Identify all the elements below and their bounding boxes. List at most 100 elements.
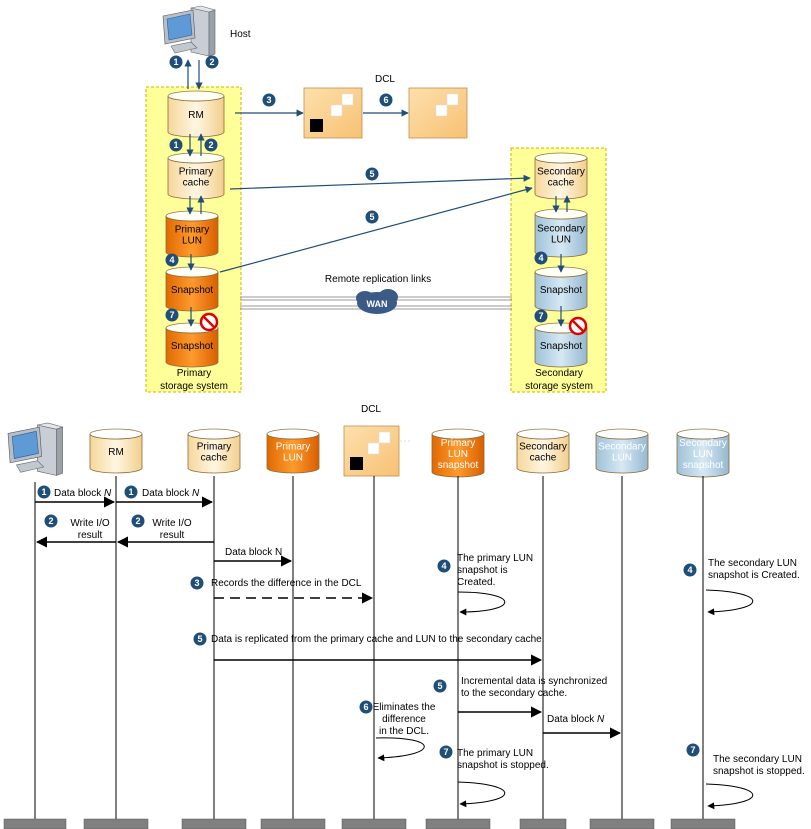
primary-snapshot-cylinder: Snapshot [165, 266, 219, 312]
svg-text:6: 6 [363, 702, 368, 712]
step-badge-2: 2 [204, 138, 218, 152]
step-badge-4: 4 [534, 251, 548, 265]
step-badge-2: 2 [44, 514, 58, 528]
self-arrow [457, 781, 506, 808]
message-label: difference [382, 714, 426, 725]
step-badge-4: 4 [437, 559, 451, 573]
dcl-box-2 [408, 87, 468, 139]
step-badge-7: 7 [686, 743, 700, 757]
dcl-label-top: DCL [375, 74, 395, 85]
primary-system-label-2: storage system [160, 381, 228, 392]
secondary-cache-participant-label-1: Secondary [519, 442, 567, 453]
secondary-lun-snapshot-participant-label-1: Secondary [679, 438, 727, 449]
secondary-lun-participant-label-2: LUN [612, 453, 632, 464]
svg-text:5: 5 [369, 212, 374, 222]
secondary-cache-participant-label-2: cache [530, 453, 557, 464]
dcl-box-1 [303, 87, 363, 139]
step-badge-5: 5 [433, 679, 447, 693]
svg-text:2: 2 [48, 516, 53, 526]
secondary-lun-snapshot-participant-label-3: snapshot [683, 460, 724, 471]
primary-lun-snapshot-participant-label-1: Primary [441, 438, 475, 449]
svg-text:4: 4 [687, 565, 692, 575]
lifeline-ground [589, 818, 655, 829]
secondary-lun-cylinder-label-2: LUN [551, 235, 571, 246]
lifeline-ground [519, 818, 567, 829]
svg-text:7: 7 [169, 310, 174, 320]
step-badge-4: 4 [165, 253, 179, 267]
primary-snapshot2-cylinder-label-1: Snapshot [171, 341, 213, 352]
svg-text:1: 1 [173, 140, 178, 150]
step-badge-5: 5 [193, 632, 207, 646]
lifeline-ground [260, 818, 326, 829]
message-label: Data block N [547, 714, 605, 725]
message-label: snapshot is stopped. [713, 766, 805, 777]
secondary-cache-cylinder-label-1: Secondary [537, 167, 585, 178]
step-badge-3: 3 [190, 576, 204, 590]
secondary-cache-cylinder-label-2: cache [548, 178, 575, 189]
step-badge-5: 5 [365, 210, 379, 224]
lifeline-ground [670, 818, 736, 829]
message-label: Data block N [54, 488, 112, 499]
step-badge-2: 2 [205, 55, 219, 69]
secondary-system-label-2: storage system [525, 381, 593, 392]
lifeline-ground [425, 818, 491, 829]
message-label: Write I/O [70, 518, 109, 529]
primary-lun-snapshot-participant-label-2: LUN [448, 449, 468, 460]
message-label: result [160, 530, 185, 541]
message-label: snapshot is [457, 565, 508, 576]
message-label: snapshot is stopped. [457, 760, 549, 771]
step-badge-6: 6 [379, 93, 393, 107]
svg-text:2: 2 [209, 57, 214, 67]
svg-text:5: 5 [369, 169, 374, 179]
step-badge-3: 3 [262, 93, 276, 107]
self-arrow [457, 591, 506, 616]
secondary-snapshot-cylinder-label-1: Snapshot [540, 285, 582, 296]
secondary-lun-cylinder-label-1: Secondary [537, 224, 585, 235]
dcl-participant [343, 425, 412, 477]
primary-lun-participant-label-1: Primary [276, 442, 310, 453]
secondary-lun-participant-label-1: Secondary [598, 442, 646, 453]
message-label: Data is replicated from the primary cach… [211, 634, 545, 645]
primary-cache-cylinder-label-1: Primary [179, 167, 213, 178]
svg-text:5: 5 [437, 681, 442, 691]
lifeline-ground [3, 818, 67, 829]
secondary-system-label-1: Secondary [535, 368, 583, 379]
wan-cloud-icon [356, 289, 398, 314]
message-label: The primary LUN [457, 748, 533, 759]
self-arrow [375, 737, 425, 762]
svg-text:1: 1 [173, 57, 178, 67]
svg-text:7: 7 [690, 745, 695, 755]
step-badge-4: 4 [683, 563, 697, 577]
primary-cache-participant-label-1: Primary [197, 442, 231, 453]
step-badge-2: 2 [131, 514, 145, 528]
host-computer-icon [7, 422, 64, 476]
primary-lun-cylinder-label-1: Primary [175, 225, 209, 236]
lifeline-ground [181, 818, 247, 829]
stop-icon [568, 316, 588, 336]
secondary-lun-snapshot-participant-label-2: LUN [693, 449, 713, 460]
message-label: Records the difference in the DCL [211, 578, 362, 589]
lifeline-ground [341, 818, 407, 829]
svg-text:4: 4 [441, 561, 446, 571]
step-badge-7: 7 [439, 745, 453, 759]
message-label: Write I/O [152, 518, 191, 529]
message-label: snapshot is Created. [708, 570, 800, 581]
svg-text:3: 3 [194, 578, 199, 588]
dcl-label-seq: DCL [361, 404, 381, 415]
rm-participant: RM [89, 428, 143, 474]
host-label: Host [230, 29, 251, 40]
svg-text:4: 4 [169, 255, 174, 265]
step-badge-5: 5 [365, 167, 379, 181]
self-arrow [705, 783, 754, 810]
svg-text:3: 3 [266, 95, 271, 105]
svg-text:1: 1 [41, 487, 46, 497]
svg-text:7: 7 [443, 747, 448, 757]
message-label: to the secondary cache. [461, 688, 567, 699]
